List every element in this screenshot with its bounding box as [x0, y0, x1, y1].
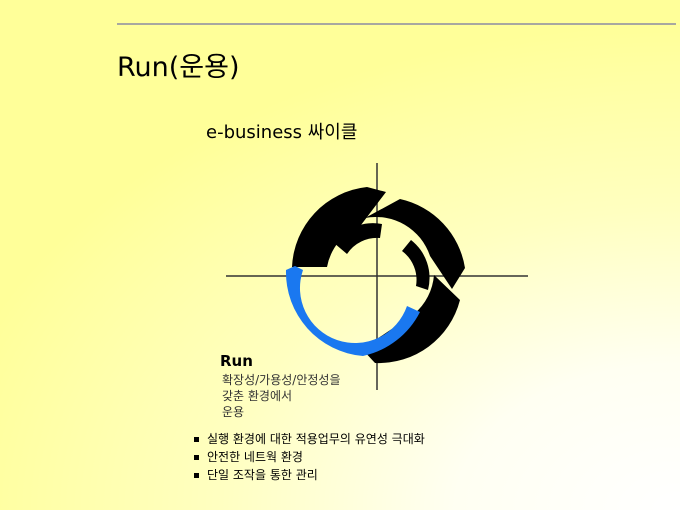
cycle-segment-run — [285, 266, 420, 356]
run-description-line: 운용 — [222, 405, 245, 419]
run-description: 확장성/가용성/안정성을 갖춘 환경에서 운용 — [222, 372, 341, 420]
square-bullet-icon — [194, 455, 199, 460]
cycle-segment-build — [365, 199, 465, 289]
bullet-list: 실행 환경에 대한 적용업무의 유연성 극대화 안전한 네트웍 환경 단일 조작… — [192, 430, 425, 484]
run-label: Run — [220, 352, 253, 370]
square-bullet-icon — [194, 437, 199, 442]
run-description-line: 갖춘 환경에서 — [222, 389, 293, 403]
bullet-item: 실행 환경에 대한 적용업무의 유연성 극대화 — [192, 430, 425, 448]
run-description-line: 확장성/가용성/안정성을 — [222, 373, 341, 387]
top-divider — [117, 23, 676, 25]
bullet-text: 안전한 네트웍 환경 — [207, 450, 303, 464]
bullet-item: 안전한 네트웍 환경 — [192, 448, 425, 466]
bullet-text: 실행 환경에 대한 적용업무의 유연성 극대화 — [207, 432, 425, 446]
cycle-inner-top — [334, 223, 382, 254]
square-bullet-icon — [194, 473, 199, 478]
diagram-title: e-business 싸이클 — [206, 122, 358, 143]
bullet-item: 단일 조작을 통한 관리 — [192, 466, 425, 484]
bullet-text: 단일 조작을 통한 관리 — [207, 468, 318, 482]
cycle-segment-plan — [292, 187, 386, 267]
slide-title: Run(운용) — [117, 52, 240, 83]
cycle-ring — [285, 187, 465, 364]
cycle-inner-right — [402, 240, 430, 290]
